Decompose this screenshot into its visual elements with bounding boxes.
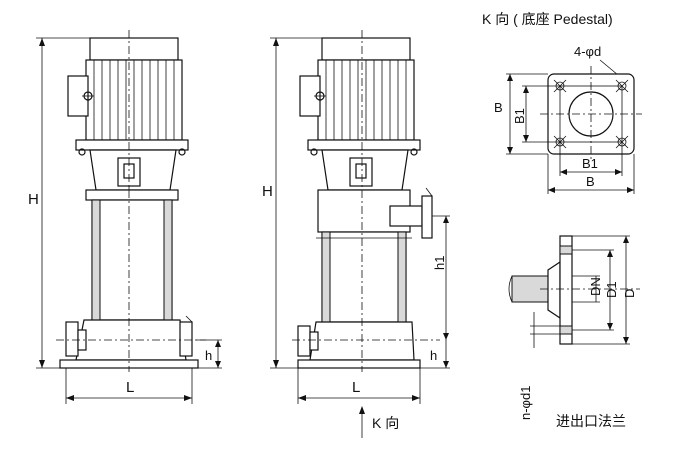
flange-caption: 进出口法兰 (556, 413, 626, 429)
flange-dim-D1: D1 (604, 281, 619, 298)
pedestal-dim-B-vertical: B (494, 100, 503, 115)
flange-dim-DN: DN (588, 277, 603, 296)
pedestal-holes-label: 4-φd (574, 44, 601, 59)
flange-dim-D: D (622, 289, 637, 298)
right-dim-L: L (352, 379, 360, 396)
right-pump-view: H L h1 h K 向 (262, 30, 450, 438)
flange-bolts-label: n-φd1 (518, 386, 533, 420)
pedestal-dim-B1-vertical: B1 (512, 108, 527, 124)
pedestal-dim-B-horizontal: B (586, 174, 595, 189)
left-pump-view: H L h (28, 30, 222, 404)
right-dim-H: H (262, 183, 273, 200)
pedestal-title: K 向 ( 底座 Pedestal) (482, 11, 613, 27)
pedestal-dim-B1-horizontal: B1 (582, 156, 598, 171)
right-dim-h: h (430, 348, 437, 363)
pedestal-view: K 向 ( 底座 Pedestal) 4-φd B B1 (482, 11, 642, 194)
flange-view: DN D1 D n-φd1 进出口法兰 (508, 235, 640, 429)
left-dim-L: L (126, 379, 134, 396)
right-dim-h1: h1 (432, 256, 447, 270)
k-view-arrow-label: K 向 (372, 415, 399, 431)
left-dim-h: h (205, 348, 212, 363)
left-dim-H: H (28, 191, 39, 208)
